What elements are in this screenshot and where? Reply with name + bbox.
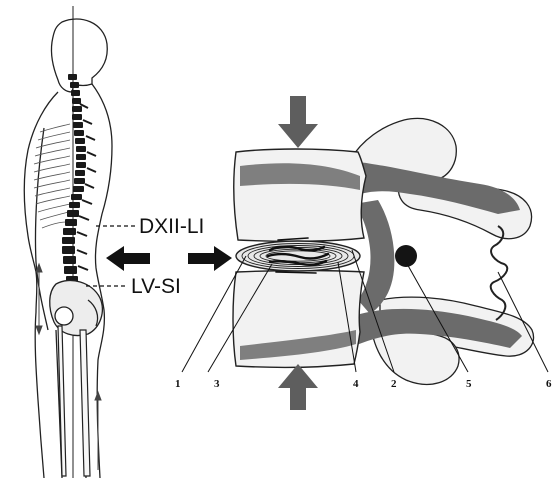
- femur-bones: [58, 326, 90, 476]
- figure-back-outline: [92, 84, 112, 478]
- callout-number-6: 6: [546, 378, 552, 390]
- left-arrow-icon: [106, 246, 150, 271]
- horizontal-double-arrow: [106, 246, 232, 271]
- right-arrow-icon: [188, 246, 232, 271]
- callout-number-5: 5: [466, 378, 472, 390]
- callout-number-1: 1: [175, 378, 181, 390]
- segment-label-upper: DXII-LI: [139, 215, 204, 238]
- figure-arm: [35, 128, 48, 330]
- callout-number-2: 2: [391, 378, 397, 390]
- figure-head: [51, 19, 107, 92]
- vertebral-body-upper: [234, 149, 366, 241]
- nerve-root: [395, 245, 417, 267]
- ribcage: [34, 124, 70, 228]
- callout-number-3: 3: [214, 378, 220, 390]
- segment-label-lower: LV-SI: [131, 275, 181, 298]
- callout-number-4: 4: [353, 378, 359, 390]
- callout-numbers: 1 3 4 2 5 6: [175, 378, 552, 390]
- up-arrow-icon: [278, 364, 318, 410]
- down-arrow-icon: [278, 96, 318, 148]
